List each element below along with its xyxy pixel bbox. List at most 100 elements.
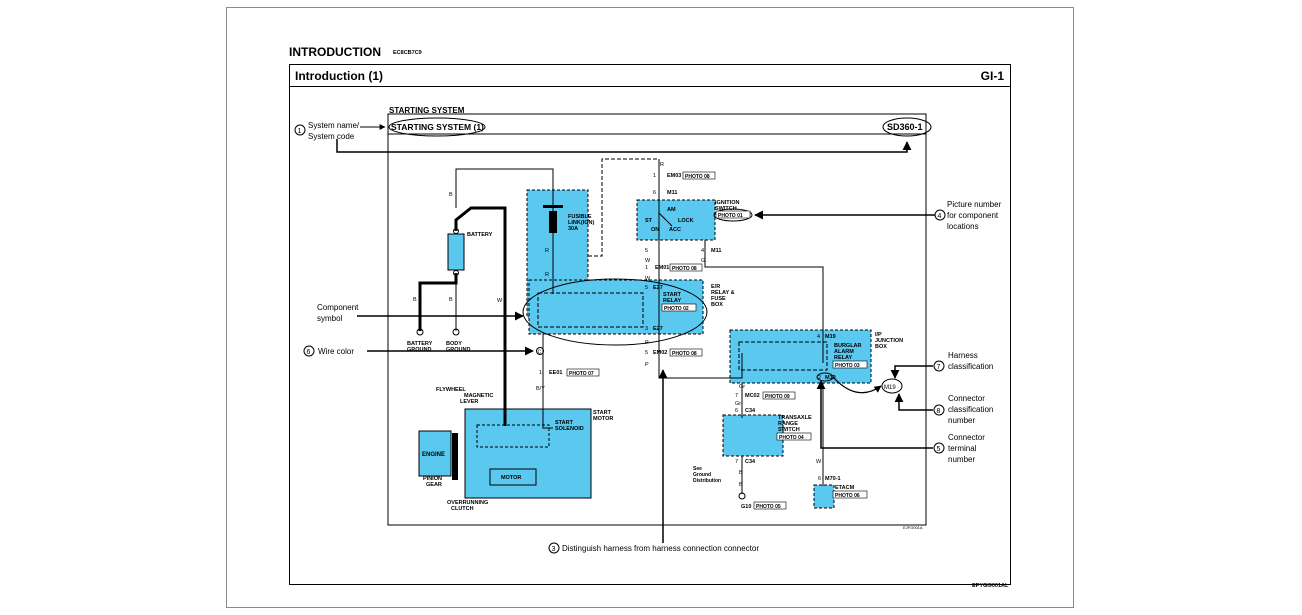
- pin-6-c34: 6: [735, 408, 738, 414]
- ign-am: AM: [667, 207, 676, 213]
- magnetic-lever-line2: LEVER: [460, 399, 478, 405]
- g10-ground-symbol: [738, 492, 746, 500]
- harness-curve: [832, 376, 882, 394]
- battery-ground-cable: [418, 273, 458, 331]
- callout-4-line3: locations: [947, 222, 979, 231]
- burglar-line1: BURGLAR: [834, 343, 862, 349]
- callout-5-arrow: [816, 380, 933, 449]
- ign-photo-box: [715, 210, 751, 219]
- conn-m19-top: M19: [825, 334, 836, 340]
- overrunning-clutch-line1: OVERRUNNING: [447, 500, 488, 506]
- callout-3-badge: [548, 542, 560, 554]
- conn-m11-pin: 6: [653, 190, 656, 196]
- wire-by: B/Y: [536, 386, 545, 392]
- callout-8-line2: classification: [948, 405, 993, 414]
- callout-5-line1: Connector: [948, 433, 985, 442]
- solenoid-wire: [542, 334, 553, 429]
- burglar-box: [729, 329, 872, 384]
- burglar-dashed: [738, 341, 828, 371]
- relay-dashed-frame: [537, 292, 644, 328]
- burglar-photo-box: [832, 360, 868, 369]
- fusible-link-line2: LINK(IGN): [568, 220, 594, 226]
- pin-5-a: 5: [645, 248, 648, 254]
- start-motor-line2: MOTOR: [593, 416, 613, 422]
- callout-8-badge: [933, 404, 945, 416]
- em03-photo: PHOTO 08: [685, 174, 710, 180]
- transaxle-line2: RANGE: [778, 421, 798, 427]
- ip-box-line2: JUNCTION: [875, 338, 903, 344]
- pin-1-ee01: 1: [539, 370, 542, 376]
- diagram-box: [387, 113, 927, 526]
- mc02-photo-box: [762, 391, 796, 400]
- ign-lock: LOCK: [678, 218, 694, 224]
- callout-1-return-arrow: [336, 139, 912, 153]
- battery-main-cable: [454, 206, 507, 426]
- burglar-line3: RELAY: [834, 355, 852, 361]
- em02-photo-box: [669, 348, 703, 357]
- battery-ground-line1: BATTERY: [407, 341, 433, 347]
- callout-8-line1: Connector: [948, 394, 985, 403]
- conn-mc02: MC02: [745, 393, 760, 399]
- pin-2-m19: 2: [818, 375, 821, 381]
- conn-em03-pin: 1: [653, 173, 656, 179]
- overrunning-clutch-line2: CLUTCH: [451, 506, 474, 512]
- wire-b-right: B: [449, 297, 453, 303]
- ign-st: ST: [645, 218, 653, 224]
- conn-m70: M70-1: [825, 476, 841, 482]
- er-box-line3: FUSE: [711, 296, 726, 302]
- wire-gr-2: Gr: [735, 401, 741, 407]
- burglar-line2: ALARM: [834, 349, 854, 355]
- viewer-left-margin: [0, 0, 226, 615]
- start-motor-line1: START: [593, 410, 612, 416]
- battery-ground-symbol: [416, 328, 424, 336]
- wire-color-c: C: [538, 350, 542, 356]
- footer-code: EPYGI9001AL: [972, 583, 1009, 589]
- wire-b-left: B: [413, 297, 417, 303]
- ign-photo: PHOTO 01: [718, 213, 743, 219]
- conn-m19-bot: M19: [825, 375, 836, 381]
- pin-1-em01: 1: [645, 265, 648, 271]
- transaxle-photo-box: [776, 432, 812, 441]
- ign-acc: ACC: [669, 227, 681, 233]
- header-title: Introduction (1): [295, 69, 383, 83]
- see-ground-line1: See: [693, 466, 702, 472]
- see-ground-line2: Ground: [693, 472, 711, 478]
- wire-w-etacm: W: [816, 459, 822, 465]
- wiring-diagram: STARTING SYSTEM STARTING SYSTEM (1) SD36…: [294, 106, 1002, 554]
- g10-label: G10: [741, 504, 751, 510]
- ign-switch-blade: [658, 212, 673, 227]
- m19-bubble-label: M19: [884, 385, 896, 391]
- ee01-photo: PHOTO 07: [569, 371, 594, 377]
- start-solenoid-line2: SOLENOID: [555, 426, 584, 432]
- callout-4-badge: [934, 209, 946, 221]
- callout-4-num: 4: [938, 213, 942, 220]
- callout-5-line2: terminal: [948, 444, 977, 453]
- callout-7-line1: Harness: [948, 351, 978, 360]
- start-solenoid-line1: START: [555, 420, 574, 426]
- wire-w-2: W: [645, 276, 651, 282]
- ip-box-line3: BOX: [875, 344, 887, 350]
- transaxle-photo: PHOTO 04: [779, 435, 804, 441]
- wire-p-1: P: [645, 340, 649, 346]
- flywheel-label: FLYWHEEL: [436, 387, 466, 393]
- mc02-photo: PHOTO 09: [765, 394, 790, 400]
- pinion-gear-line2: GEAR: [426, 482, 442, 488]
- er-box-line1: E/R: [711, 284, 720, 290]
- ee01-photo-box: [566, 368, 600, 377]
- callout-1-line2: System code: [308, 132, 355, 141]
- pin-3-e27: 3: [645, 326, 648, 332]
- callout-1-num: 1: [298, 128, 302, 135]
- document-page: INTRODUCTION EC8CB7C9 Introduction (1) G…: [226, 7, 1074, 608]
- wire-r-ign: R: [660, 162, 664, 168]
- etacm-label: ETACM: [835, 485, 855, 491]
- engine-box: [418, 430, 452, 477]
- callout-7-num: 7: [937, 364, 941, 371]
- code-ellipse: [882, 117, 932, 137]
- etacm-photo-box: [832, 490, 868, 499]
- fusible-link-element: [549, 211, 557, 233]
- conn-ee01: EE01: [549, 370, 562, 376]
- battery-ground-line2: GROUND: [407, 347, 431, 353]
- wire-b-bot2: B: [739, 482, 743, 488]
- g10-photo-box: [753, 501, 787, 510]
- ignition-box: [636, 199, 716, 241]
